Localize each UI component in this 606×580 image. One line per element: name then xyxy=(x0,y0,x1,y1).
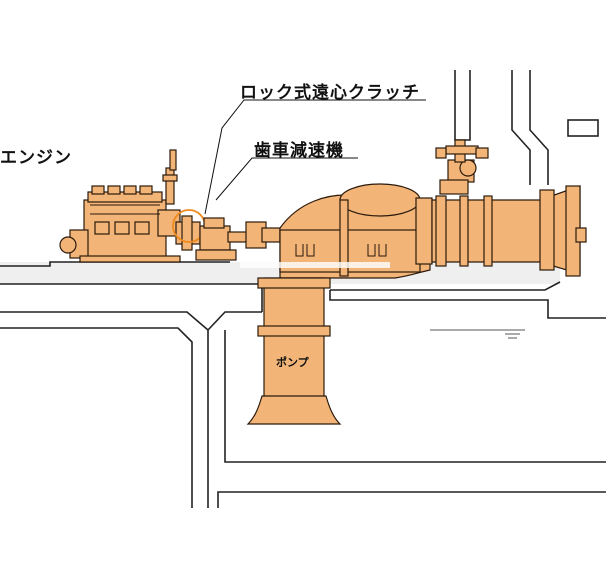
leader-gear-reducer xyxy=(216,158,358,200)
window-box xyxy=(568,120,598,136)
pit-edge-left xyxy=(208,312,262,330)
wall-left-inner xyxy=(0,328,192,508)
label-pump: ポンプ xyxy=(276,354,309,370)
engine xyxy=(60,150,180,262)
exhaust-pipe xyxy=(166,168,174,204)
label-engine: エンジン xyxy=(0,143,72,168)
column-right-1 xyxy=(455,70,470,140)
wall-left-outer xyxy=(0,312,208,508)
gear-reducer xyxy=(196,218,280,260)
column-right-2 xyxy=(512,70,530,185)
label-lock-clutch: ロック式遠心クラッチ xyxy=(240,78,420,103)
column-right-3 xyxy=(530,70,548,185)
pit-right-wall xyxy=(330,290,606,318)
label-gear-reducer: 歯車減速機 xyxy=(254,136,344,161)
lower-slab xyxy=(218,492,606,508)
